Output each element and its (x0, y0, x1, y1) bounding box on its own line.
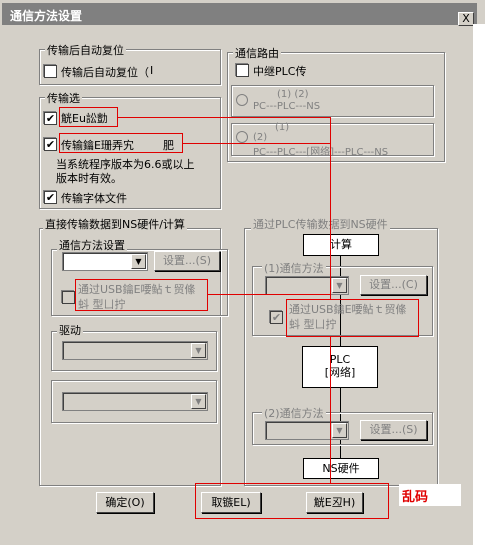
plc-method1-select[interactable]: ▼ (265, 276, 349, 295)
direct-usb-line1: 通过USB鑰E喓鲇ｔ贸絛 (78, 283, 196, 296)
driver-group (51, 331, 217, 371)
plc-box-line1: PLC (329, 353, 351, 366)
route-option2-path: PC---PLC---[网络]---PLC---NS (253, 147, 389, 158)
via-plc-group-label: 通过PLC传输数据到NS硬件 (251, 216, 390, 232)
plc-method1-label: (1)通信方法 (262, 260, 326, 276)
relay-plc-label: 中继PLC传 (253, 65, 307, 78)
comm-route-group (227, 52, 445, 162)
transfer-item2-label: 传输鑰E珊弄宄 (61, 139, 134, 152)
direct-method-group-label: 通信方法设置 (57, 237, 127, 253)
ok-button[interactable]: 确定(O) (96, 492, 154, 513)
auto-reset-label: 传输后自动复位（ (61, 66, 149, 79)
help-button[interactable]: 觥E丒H) (306, 492, 363, 513)
plc-settings1-button[interactable]: 设置...(C) (360, 275, 427, 295)
computer-box: 计算 (303, 234, 379, 256)
ns-hardware-box: NS硬件 (303, 458, 379, 479)
chevron-down-icon: ▼ (332, 423, 347, 438)
driver-select-2[interactable]: ▼ (62, 392, 208, 411)
plc-network-box: PLC [网络] (302, 346, 378, 388)
annotation-line-d (208, 294, 330, 295)
driver-group-2 (51, 380, 217, 423)
annotation-box-item2 (59, 133, 183, 153)
close-icon: X (462, 12, 470, 25)
dialog-right-edge (473, 24, 485, 545)
annotation-box-plc-usb (286, 299, 419, 337)
direct-usb-line2: 蚪 型ㄩ拧 (78, 298, 126, 311)
driver-select[interactable]: ▼ (62, 341, 208, 360)
connector-line-top (340, 256, 341, 348)
font-file-checkbox[interactable]: ✔ (44, 191, 57, 204)
annotation-line-c (330, 117, 331, 299)
annotation-label: 乱码 (402, 490, 429, 505)
transfer-item1-label: 觥Eu訟勯 (61, 112, 108, 125)
route-option2-num-top: (1) (275, 122, 290, 133)
chevron-down-icon: ▼ (332, 278, 347, 293)
driver-group-label: 驱动 (57, 322, 83, 338)
annotation-box-buttons (195, 483, 389, 519)
font-file-label: 传输字体文件 (61, 192, 127, 205)
route-option1-radio[interactable] (236, 94, 248, 106)
plc-method2-group (252, 412, 433, 445)
relay-plc-checkbox[interactable] (236, 64, 249, 77)
cancel-button[interactable]: 取镞EL) (201, 492, 261, 513)
annotation-line-e (330, 337, 331, 483)
transfer-item1-checkbox[interactable]: ✔ (44, 112, 57, 125)
plc-method2-label: (2)通信方法 (262, 405, 326, 421)
direct-method-group (51, 249, 228, 316)
auto-reset-checkbox[interactable] (44, 65, 57, 78)
auto-reset-label-trail: I (150, 64, 154, 77)
plc-method1-group (252, 266, 433, 336)
route-option1-nums: (1) (2) (277, 89, 309, 100)
annotation-line-b (183, 143, 330, 144)
plc-usb-line2: 蚪 型ㄩ拧 (289, 318, 337, 331)
route-option1-path: PC---PLC---NS (253, 101, 321, 112)
plc-settings2-button[interactable]: 设置...(S) (360, 420, 427, 440)
annotation-line-a (118, 117, 330, 118)
version-note-line1: 当系统程序版本为6.6或以上 (56, 158, 195, 171)
direct-usb-checkbox[interactable] (62, 291, 75, 304)
direct-method-select[interactable]: ▼ (62, 252, 148, 271)
transfer-select-group-label: 传输选 (45, 90, 82, 106)
transfer-item2-suffix: 肥 (163, 139, 174, 152)
route-option2-radio[interactable] (236, 131, 248, 143)
transfer-item2-checkbox[interactable]: ✔ (44, 138, 57, 151)
route-option1-box (231, 85, 434, 117)
annotation-label-box: 乱码 (399, 484, 461, 506)
route-option2-num: (2) (253, 132, 268, 143)
comm-route-group-label: 通信路由 (233, 45, 281, 61)
route-option2-box (231, 123, 434, 156)
plc-box-line2: [网络] (324, 366, 356, 379)
plc-method2-select[interactable]: ▼ (265, 421, 349, 440)
direct-transfer-group-label: 直接传输数据到NS硬件/计算 (43, 216, 187, 232)
plc-usb-line1: 通过USB鑰E喓鲇ｔ贸絛 (289, 303, 407, 316)
window-title: 通信方法设置 (10, 9, 83, 23)
chevron-down-icon: ▼ (191, 394, 206, 409)
close-button[interactable]: X (458, 12, 474, 26)
chevron-down-icon: ▼ (131, 254, 146, 269)
plc-usb-checkbox[interactable]: ✔ (270, 311, 283, 324)
direct-settings-button[interactable]: 设置...(S) (154, 251, 220, 271)
chevron-down-icon: ▼ (191, 343, 206, 358)
title-bar: 通信方法设置 X (2, 3, 477, 26)
transfer-select-group (39, 97, 221, 209)
annotation-box-direct-usb (75, 279, 208, 311)
after-transfer-group-label: 传输后自动复位 (45, 42, 126, 58)
version-note-line2: 版本时有效。 (56, 172, 122, 185)
after-transfer-group (39, 49, 221, 85)
annotation-box-item1 (59, 107, 118, 127)
